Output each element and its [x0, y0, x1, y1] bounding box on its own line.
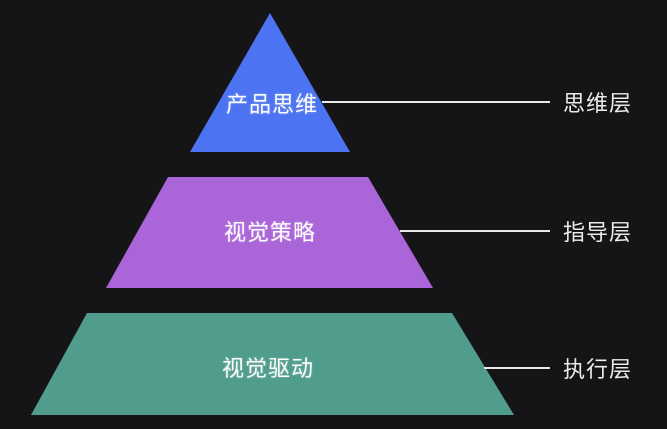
layer-middle-label: 视觉策略	[223, 220, 317, 245]
pyramid-layer-top-shape	[190, 13, 350, 152]
annotation-bottom-label: 执行层	[563, 357, 633, 382]
layer-top-label: 产品思维	[225, 92, 319, 117]
annotation-middle-label: 指导层	[563, 220, 633, 245]
annotation-top-label: 思维层	[563, 91, 633, 116]
layer-bottom-label: 视觉驱动	[221, 356, 315, 381]
pyramid-layer-middle-shape	[106, 177, 433, 288]
pyramid-layer-bottom-shape	[31, 313, 514, 415]
